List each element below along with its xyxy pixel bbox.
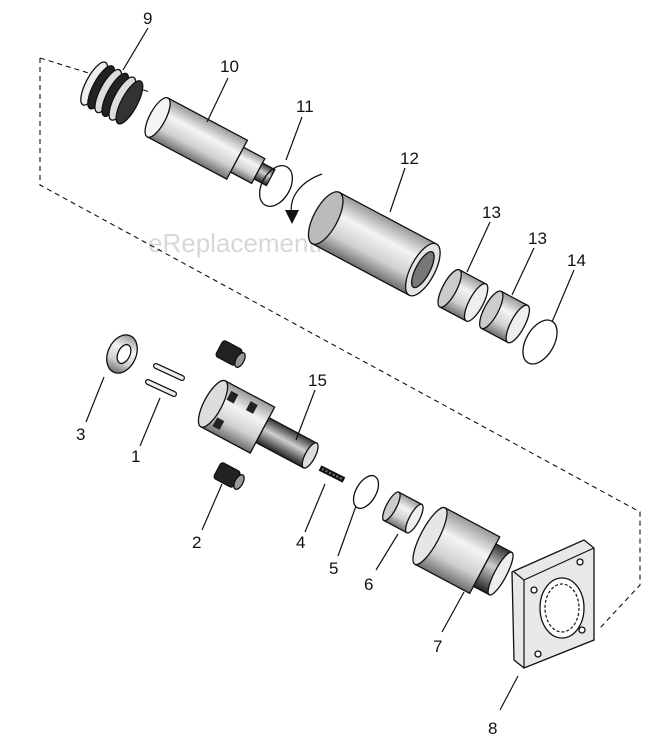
part-2-set-screw-bottom [213,462,245,490]
part-11-ring [258,165,294,207]
label-3: 3 [76,425,85,444]
part-1-pins [145,363,185,397]
label-1: 1 [131,447,140,466]
label-10: 10 [220,57,239,76]
label-7: 7 [433,637,442,656]
label-9: 9 [143,9,152,28]
part-6-bushing [382,491,424,534]
label-14: 14 [567,251,586,270]
part-12-socket-sleeve [307,191,441,297]
part-7-clutch-cylinder [412,506,514,596]
label-8: 8 [488,719,497,738]
part-15-drive-spline [197,379,319,469]
part-2-set-screw-top [215,340,246,368]
leader-lines [85,27,575,711]
part-13-bushing-a [437,268,489,322]
label-13-b: 13 [528,229,547,248]
part-9-spring [80,61,144,125]
callout-labels: 9 10 11 12 13 13 14 15 3 1 2 4 5 6 7 8 [76,9,586,738]
part-3-ring [106,334,138,374]
label-11: 11 [296,97,314,116]
rotation-arrow-head [285,210,299,224]
label-5: 5 [329,559,338,578]
label-13-a: 13 [482,203,501,222]
part-5-washer [352,474,380,510]
label-2: 2 [192,533,201,552]
label-15: 15 [308,371,327,390]
part-13-bushing-b [479,290,531,344]
part-4-small-spring [318,465,346,483]
part-10-shaft [144,97,276,187]
label-6: 6 [364,575,373,594]
label-12: 12 [400,149,419,168]
label-4: 4 [296,533,305,552]
part-8-mounting-plate [511,539,595,669]
